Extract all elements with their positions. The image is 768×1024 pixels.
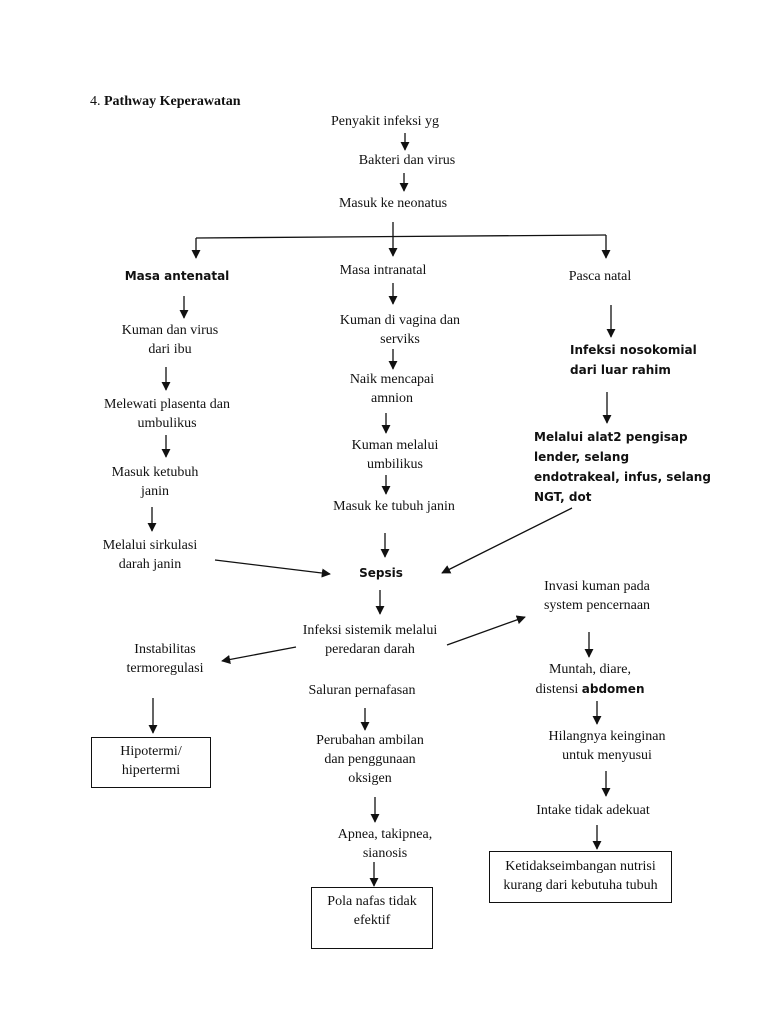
node-amnion-line-1: Naik mencapai (349, 372, 435, 387)
box-hipotermi: Hipotermi/ hipertermi (91, 737, 211, 788)
node-muntah-abdomen: abdomen (581, 682, 645, 696)
section-number: 4. (90, 94, 101, 109)
node-alat-line-3: endotrakeal, infus, selang (534, 470, 711, 484)
node-perubahan-line-3: oksigen (348, 771, 392, 786)
node-kuman-vagina-line-2: serviks (380, 332, 420, 347)
arrow-alat-sepsis (441, 507, 573, 574)
node-hilangnya: Hilangnya keinginan untuk menyusui (532, 727, 682, 765)
node-sirkulasi-line-2: darah janin (118, 557, 182, 572)
node-penyakit: Penyakit infeksi yg (330, 114, 440, 129)
node-amnion-line-2: amnion (371, 391, 413, 406)
box-pola-nafas-line-1: Pola nafas tidak (327, 894, 417, 909)
node-ketubuh-line-2: janin (141, 484, 169, 499)
node-masa-antenatal: Masa antenatal (124, 269, 230, 283)
node-amnion: Naik mencapai amnion (317, 370, 467, 408)
node-ketubuh-line-1: Masuk ketubuh (111, 465, 199, 480)
node-kuman-ibu-line-2: dari ibu (148, 342, 192, 357)
node-kuman-ibu: Kuman dan virus dari ibu (95, 321, 245, 359)
node-sirkulasi-line-1: Melalui sirkulasi (102, 538, 198, 553)
node-sirkulasi: Melalui sirkulasi darah janin (75, 536, 225, 574)
node-plasenta-line-1: Melewati plasenta dan (104, 397, 230, 412)
box-ketidakseimbangan: Ketidakseimbangan nutrisi kurang dari ke… (489, 851, 672, 903)
node-alat: Melalui alat2 pengisap lender, selang en… (534, 427, 711, 507)
node-umbilikus: Kuman melalui umbilikus (320, 436, 470, 474)
node-muntah-distensi: distensi (535, 682, 579, 697)
node-invasi: Invasi kuman pada system pencernaan (522, 577, 672, 615)
arrow-sirkulasi-sepsis (214, 559, 331, 578)
node-kuman-ibu-line-1: Kuman dan virus (121, 323, 219, 338)
node-nosokomial-line-2: dari luar rahim (570, 363, 671, 377)
node-alat-line-4: NGT, dot (534, 490, 592, 504)
node-ketubuh: Masuk ketubuh janin (80, 463, 230, 501)
node-nosokomial-line-1: Infeksi nosokomial (570, 343, 697, 357)
node-alat-line-1: Melalui alat2 pengisap (534, 430, 688, 444)
node-tubuh-janin: Masuk ke tubuh janin (333, 499, 455, 514)
node-perubahan: Perubahan ambilan dan penggunaan oksigen (295, 731, 445, 788)
box-pola-nafas-text: Pola nafas tidak efektif (312, 892, 432, 930)
box-ketidakseimbangan-text: Ketidakseimbangan nutrisi kurang dari ke… (490, 857, 671, 895)
node-nosokomial: Infeksi nosokomial dari luar rahim (570, 340, 720, 380)
node-infeksi-sistemik: Infeksi sistemik melalui peredaran darah (290, 621, 450, 659)
node-perubahan-line-1: Perubahan ambilan (316, 733, 424, 748)
node-invasi-line-2: system pencernaan (543, 598, 651, 613)
section-title: Pathway Keperawatan (104, 94, 241, 109)
box-pola-nafas-line-2: efektif (353, 913, 391, 928)
node-plasenta: Melewati plasenta dan umbulikus (87, 395, 247, 433)
box-ketidakseimbangan-line-2: kurang dari kebutuha tubuh (503, 878, 658, 893)
node-umbilikus-line-2: umbilikus (366, 457, 423, 472)
node-muntah-line-1: Muntah, diare, (548, 662, 632, 677)
node-alat-line-2: lender, selang (534, 450, 630, 464)
node-hilangnya-line-2: untuk menyusui (562, 748, 652, 763)
node-masa-intranatal: Masa intranatal (339, 263, 427, 278)
node-plasenta-line-2: umbulikus (137, 416, 197, 431)
arrow-sistemik-invasi (446, 615, 526, 646)
node-infeksi-sistemik-line-2: peredaran darah (325, 642, 415, 657)
box-hipotermi-line-2: hipertermi (121, 763, 181, 778)
node-apnea-line-2: sianosis (362, 846, 408, 861)
box-ketidakseimbangan-line-1: Ketidakseimbangan nutrisi (505, 859, 656, 874)
node-instabilitas: Instabilitas termoregulasi (90, 640, 240, 678)
branch-horizontal (195, 234, 607, 239)
node-muntah-line-2: distensi abdomen (515, 679, 665, 699)
box-hipotermi-line-1: Hipotermi/ (120, 744, 182, 759)
node-muntah: Muntah, diare, distensi abdomen (515, 660, 665, 699)
node-perubahan-line-2: dan penggunaan (324, 752, 416, 767)
node-instabilitas-line-2: termoregulasi (126, 661, 204, 676)
arrow-sistemik-instabilitas (221, 646, 297, 664)
node-invasi-line-1: Invasi kuman pada (544, 579, 650, 594)
node-apnea: Apnea, takipnea, sianosis (310, 825, 460, 863)
node-bakteri: Bakteri dan virus (358, 153, 456, 168)
node-masuk-neonatus: Masuk ke neonatus (338, 196, 448, 211)
node-kuman-vagina-line-1: Kuman di vagina dan (339, 313, 461, 328)
box-hipotermi-text: Hipotermi/ hipertermi (92, 742, 210, 780)
node-infeksi-sistemik-line-1: Infeksi sistemik melalui (302, 623, 438, 638)
node-pasca-natal: Pasca natal (568, 269, 632, 284)
section-heading: 4. Pathway Keperawatan (90, 92, 241, 111)
node-sepsis: Sepsis (359, 566, 403, 580)
node-kuman-vagina: Kuman di vagina dan serviks (320, 311, 480, 349)
node-umbilikus-line-1: Kuman melalui (351, 438, 439, 453)
node-intake: Intake tidak adekuat (536, 803, 650, 818)
node-apnea-line-1: Apnea, takipnea, (337, 827, 433, 842)
node-saluran-pernafasan: Saluran pernafasan (308, 683, 416, 698)
box-pola-nafas: Pola nafas tidak efektif (311, 887, 433, 949)
node-instabilitas-line-1: Instabilitas (134, 642, 196, 657)
node-hilangnya-line-1: Hilangnya keinginan (548, 729, 666, 744)
